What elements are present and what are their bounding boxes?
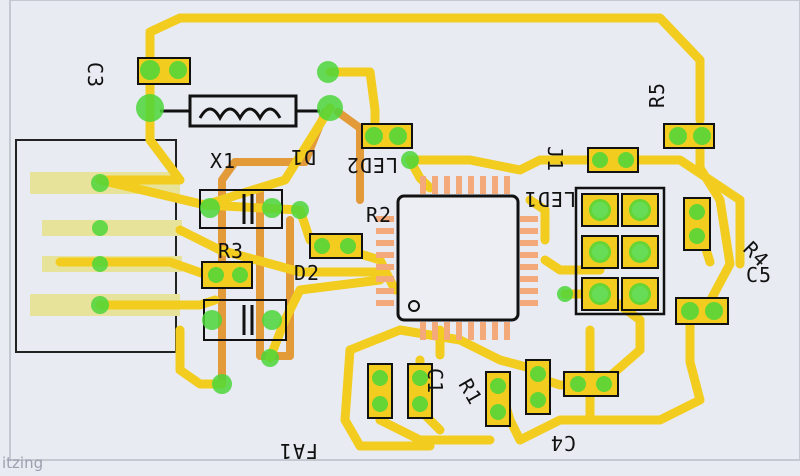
- label-r3: R3: [218, 239, 244, 263]
- label-r2: R2: [366, 203, 392, 227]
- crystal-x1[interactable]: [160, 94, 320, 128]
- label-c4: C4: [550, 431, 576, 455]
- label-c1: C1: [423, 368, 447, 394]
- label-fa1: FA1: [279, 439, 318, 463]
- mcu-chip[interactable]: [376, 176, 538, 340]
- label-c5: C5: [746, 263, 772, 287]
- label-x1: X1: [210, 149, 236, 173]
- label-led2: LED2: [346, 153, 398, 177]
- vias[interactable]: [91, 60, 723, 420]
- label-j1: J1: [543, 146, 567, 172]
- app-watermark: itzing: [2, 454, 44, 472]
- label-led1: LED1: [524, 187, 576, 211]
- label-c3: C3: [83, 62, 107, 88]
- label-r5: R5: [645, 82, 669, 108]
- label-d1: D1: [290, 145, 316, 169]
- label-d2: D2: [294, 261, 320, 285]
- usb-connector-outline: [15, 139, 177, 353]
- silkscreen-labels: C3 X1 D1 LED2 R2 J1 LED1 R5 R3 D2 R4 C5 …: [83, 62, 774, 463]
